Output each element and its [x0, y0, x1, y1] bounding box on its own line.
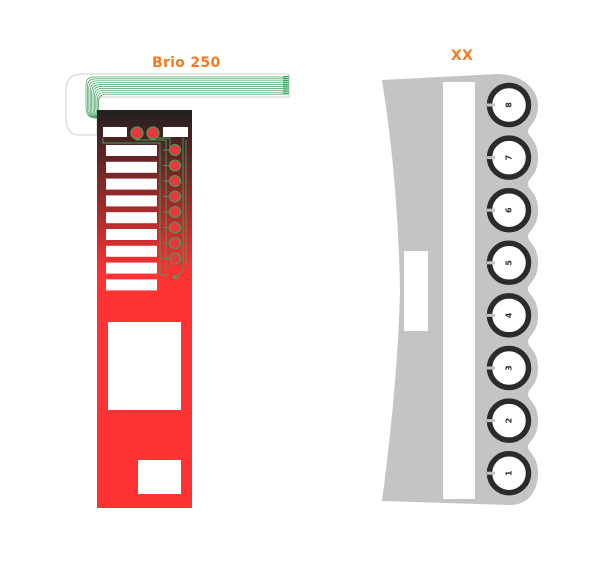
xx-button[interactable]: 1 — [486, 450, 532, 496]
xx-panel: 8 7 6 5 4 3 2 1 — [382, 74, 538, 505]
xx-button-number: 8 — [505, 102, 514, 108]
key-window — [106, 279, 157, 291]
xx-button-number: 4 — [505, 312, 514, 318]
key-window — [106, 245, 157, 257]
key-window — [106, 145, 157, 156]
circuit-trace — [175, 138, 184, 279]
circuit-trace — [102, 138, 168, 276]
led — [168, 190, 182, 203]
key-window — [106, 229, 157, 240]
xx-button[interactable]: 3 — [486, 345, 532, 391]
xx-button-notch — [487, 419, 495, 423]
xx-button[interactable]: 7 — [486, 135, 532, 180]
top-led — [130, 126, 144, 140]
xx-button-group: 8 7 6 5 4 3 2 1 — [486, 82, 532, 496]
led-pad — [173, 275, 177, 279]
xx-button[interactable]: 2 — [486, 398, 532, 443]
display-window — [108, 322, 181, 410]
key-window-group — [106, 145, 157, 291]
flex-connector-pins — [283, 76, 289, 95]
led — [168, 252, 182, 265]
key-window — [106, 195, 157, 207]
xx-button[interactable]: 5 — [486, 240, 532, 286]
xx-button-notch — [487, 471, 495, 475]
xx-button-number: 6 — [505, 207, 514, 213]
key-window — [106, 262, 157, 274]
led — [168, 174, 182, 188]
key-window — [106, 161, 157, 173]
connector-pin — [283, 79, 289, 81]
xx-button-number: 2 — [505, 418, 514, 424]
connector-pin — [283, 77, 289, 80]
xx-button-number: 5 — [505, 260, 514, 266]
xx-title: XX — [451, 48, 474, 64]
key-window — [106, 212, 157, 224]
top-bar-left — [103, 127, 127, 137]
xx-button-notch — [487, 156, 495, 160]
connector-pin — [283, 83, 289, 85]
xx-button-notch — [487, 208, 495, 212]
led — [168, 221, 182, 234]
key-window — [106, 178, 157, 190]
xx-long-window — [443, 82, 475, 499]
xx-button[interactable]: 8 — [486, 82, 532, 128]
xx-button-notch — [487, 366, 495, 370]
xx-button-number: 1 — [505, 470, 514, 476]
connector-pin — [283, 87, 289, 89]
xx-button-number: 3 — [505, 365, 514, 371]
led — [168, 159, 182, 172]
xx-small-window — [404, 251, 428, 331]
xx-button-notch — [487, 261, 495, 265]
top-bar-right — [163, 127, 188, 137]
led — [168, 236, 182, 250]
led — [168, 205, 182, 219]
xx-button-number: 7 — [505, 155, 514, 161]
xx-button[interactable]: 6 — [486, 187, 532, 233]
connector-pin — [283, 93, 289, 95]
brio-250-title: Brio 250 — [152, 55, 221, 71]
flex-tail-outline — [65, 73, 290, 136]
connector-pin — [283, 89, 289, 91]
connector-pin — [283, 91, 289, 93]
xx-button-notch — [487, 103, 495, 107]
small-window — [138, 460, 181, 494]
connector-pin — [283, 85, 289, 87]
led-group — [130, 126, 182, 279]
xx-button[interactable]: 4 — [486, 293, 532, 338]
led — [168, 143, 182, 157]
connector-pin — [283, 81, 289, 83]
circuit-traces — [102, 132, 187, 279]
brio-250-membrane — [65, 73, 290, 508]
connector-pin — [283, 76, 289, 78]
top-led — [146, 126, 160, 140]
xx-button-notch — [487, 313, 495, 317]
